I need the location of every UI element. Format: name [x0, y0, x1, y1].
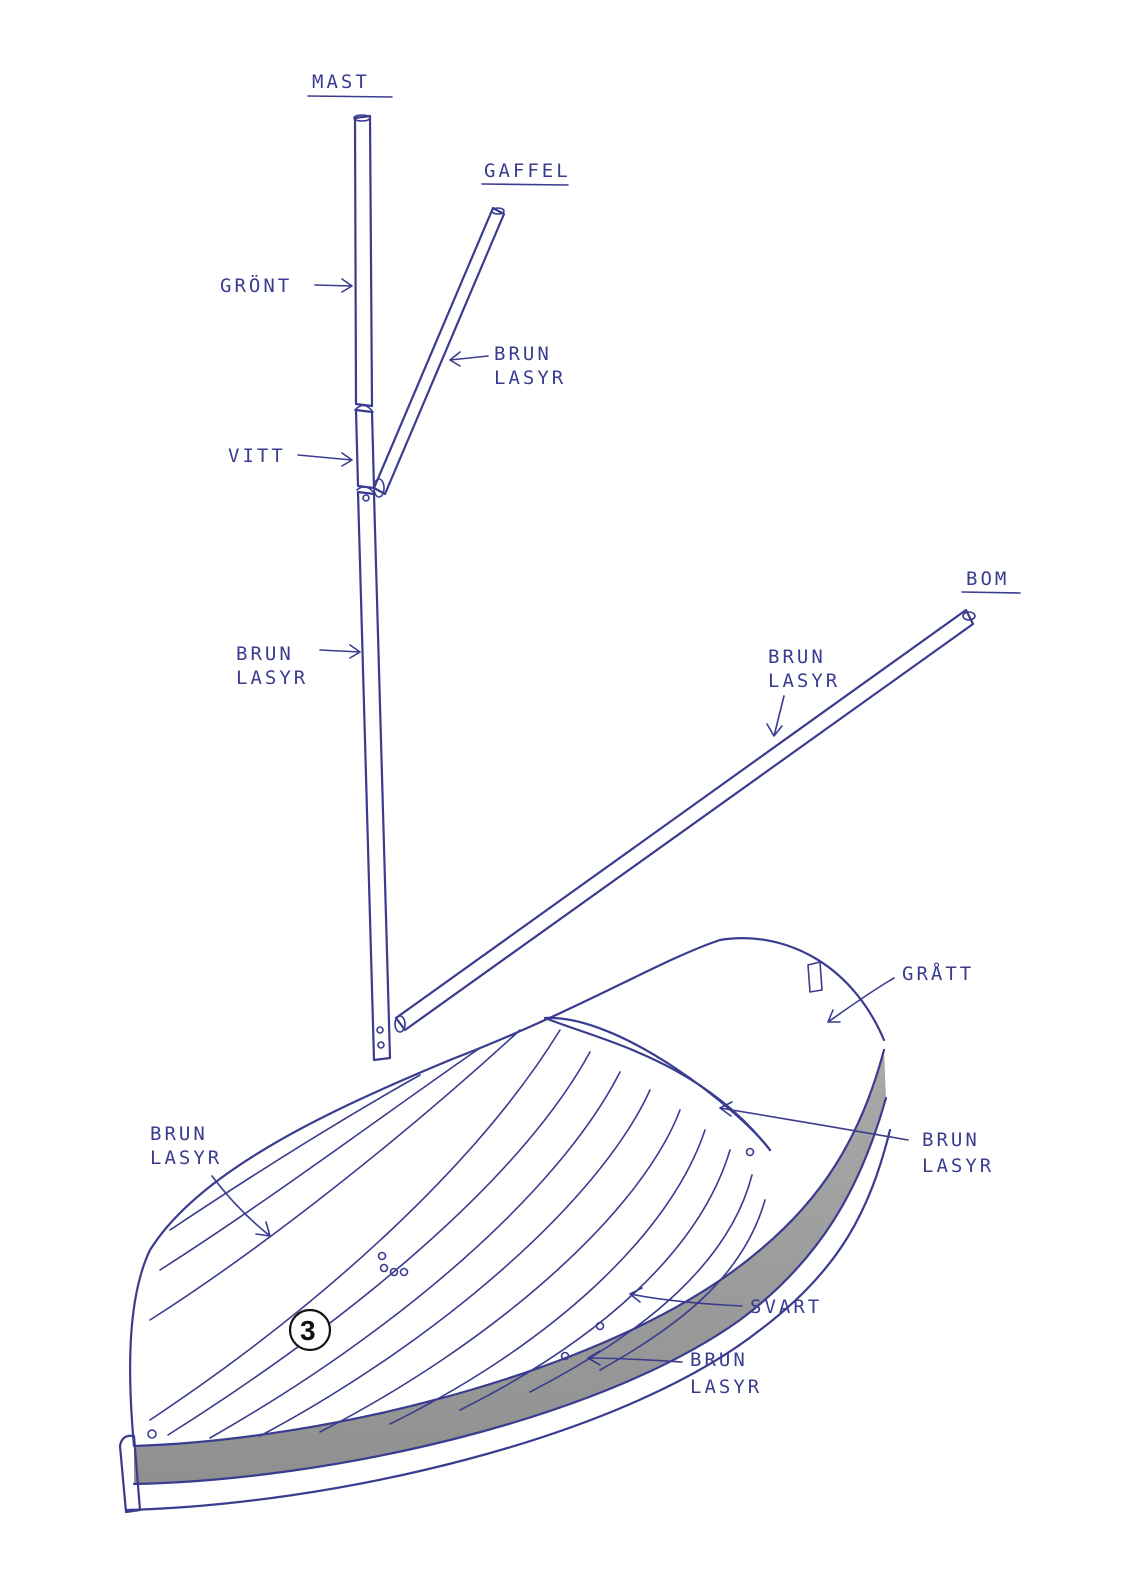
- label-deck-1: BRUN: [150, 1123, 208, 1145]
- step-number: 3: [300, 1315, 316, 1346]
- label-gaffel-2: LASYR: [494, 367, 566, 389]
- gaffel-title: GAFFEL: [484, 160, 571, 182]
- label-mast-mid: VITT: [228, 445, 286, 467]
- label-cockpit: GRÅTT: [902, 962, 974, 985]
- label-gaffel-1: BRUN: [494, 343, 552, 365]
- label-deck-2: LASYR: [150, 1147, 222, 1169]
- label-mast-top: GRÖNT: [220, 274, 292, 297]
- bom-title: BOM: [966, 568, 1009, 590]
- label-mast-low-2: LASYR: [236, 667, 308, 689]
- label-rail-2: LASYR: [690, 1376, 762, 1398]
- label-hatch-1: BRUN: [922, 1129, 980, 1151]
- label-bom-2: LASYR: [768, 670, 840, 692]
- mast-title: MAST: [312, 71, 370, 93]
- callouts: GRÖNT VITT BRUN LASYR BRUN LASYR BRUN LA…: [150, 274, 994, 1398]
- boat-hull-drawing: [118, 937, 892, 1514]
- label-hatch-2: LASYR: [922, 1155, 994, 1177]
- label-hull: SVART: [750, 1296, 822, 1318]
- label-bom-1: BRUN: [768, 646, 826, 668]
- step-number-circle: [288, 1308, 332, 1352]
- bom-drawing: [394, 608, 976, 1033]
- mast-drawing: [353, 114, 392, 1062]
- label-rail-1: BRUN: [690, 1349, 748, 1371]
- gaffel-drawing: [372, 206, 506, 498]
- label-mast-low-1: BRUN: [236, 643, 294, 665]
